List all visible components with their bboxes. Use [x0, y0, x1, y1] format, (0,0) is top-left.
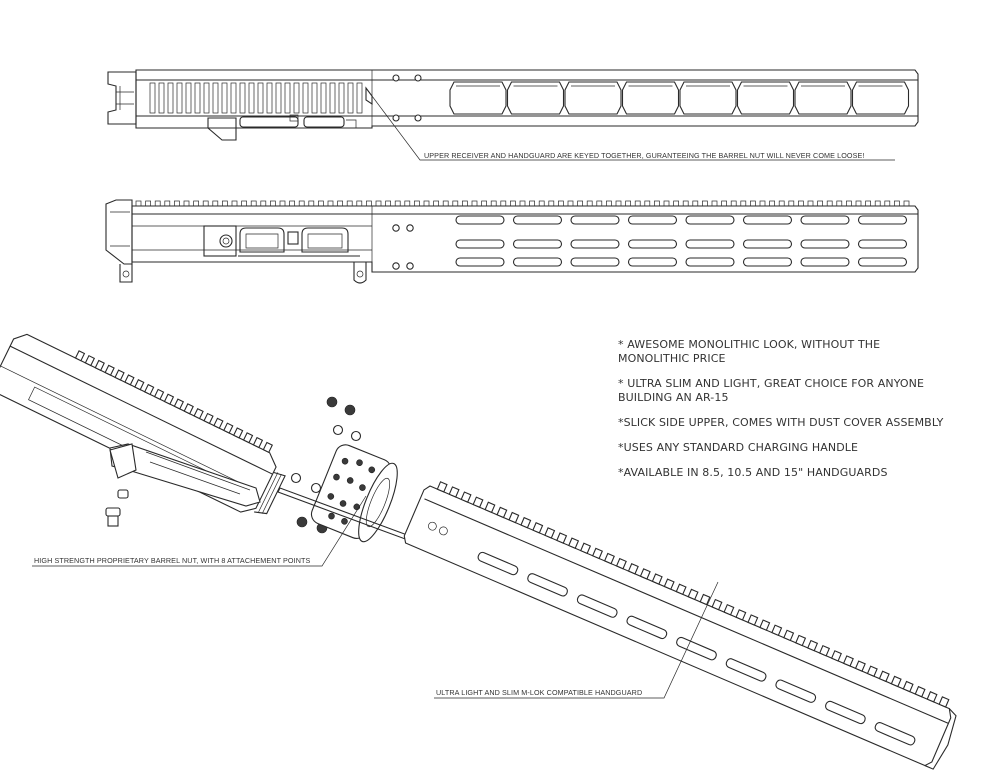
side-screws — [392, 224, 414, 270]
exploded-view: HIGH STRENGTH PROPRIETARY BARREL NUT, WI… — [0, 333, 957, 770]
side-body-outline — [131, 205, 919, 273]
top-view: UPPER RECEIVER AND HANDGUARD ARE KEYED T… — [107, 69, 919, 161]
feature-list: * AWESOME MONOLITHIC LOOK, WITHOUT THE M… — [618, 338, 948, 491]
side-view — [105, 199, 919, 284]
barrel-nut-screws — [290, 396, 362, 534]
callout-handguard: ULTRA LIGHT AND SLIM M-LOK COMPATIBLE HA… — [436, 688, 642, 697]
callout-leader-barrel-nut — [32, 495, 367, 567]
callout-keyed: UPPER RECEIVER AND HANDGUARD ARE KEYED T… — [424, 151, 864, 160]
feature-item: *AVAILABLE IN 8.5, 10.5 AND 15" HANDGUAR… — [618, 466, 888, 479]
exploded-dust-cover — [109, 443, 261, 507]
side-receiver-rear — [105, 199, 133, 265]
top-screws — [392, 74, 422, 122]
exploded-handguard — [403, 481, 957, 770]
exploded-screw — [105, 507, 121, 527]
side-handguard-slots — [455, 215, 908, 267]
top-rail-receiver — [149, 82, 363, 114]
exploded-upper-receiver — [0, 333, 286, 515]
callout-leader-keyed — [371, 95, 895, 161]
top-body-outline — [135, 69, 919, 129]
barrel-nut — [310, 444, 398, 543]
feature-item: *USES ANY STANDARD CHARGING HANDLE — [618, 441, 859, 454]
feature-item: * ULTRA SLIM AND LIGHT, GREAT CHOICE FOR… — [618, 377, 925, 404]
side-top-rail — [135, 200, 910, 207]
callout-barrel-nut: HIGH STRENGTH PROPRIETARY BARREL NUT, WI… — [34, 556, 310, 565]
callout-leader-handguard — [434, 581, 719, 699]
feature-item: * AWESOME MONOLITHIC LOOK, WITHOUT THE M… — [618, 338, 881, 365]
top-receiver-rear — [107, 71, 137, 125]
top-handguard-slots — [449, 81, 910, 115]
feature-item: *SLICK SIDE UPPER, COMES WITH DUST COVER… — [618, 416, 944, 429]
